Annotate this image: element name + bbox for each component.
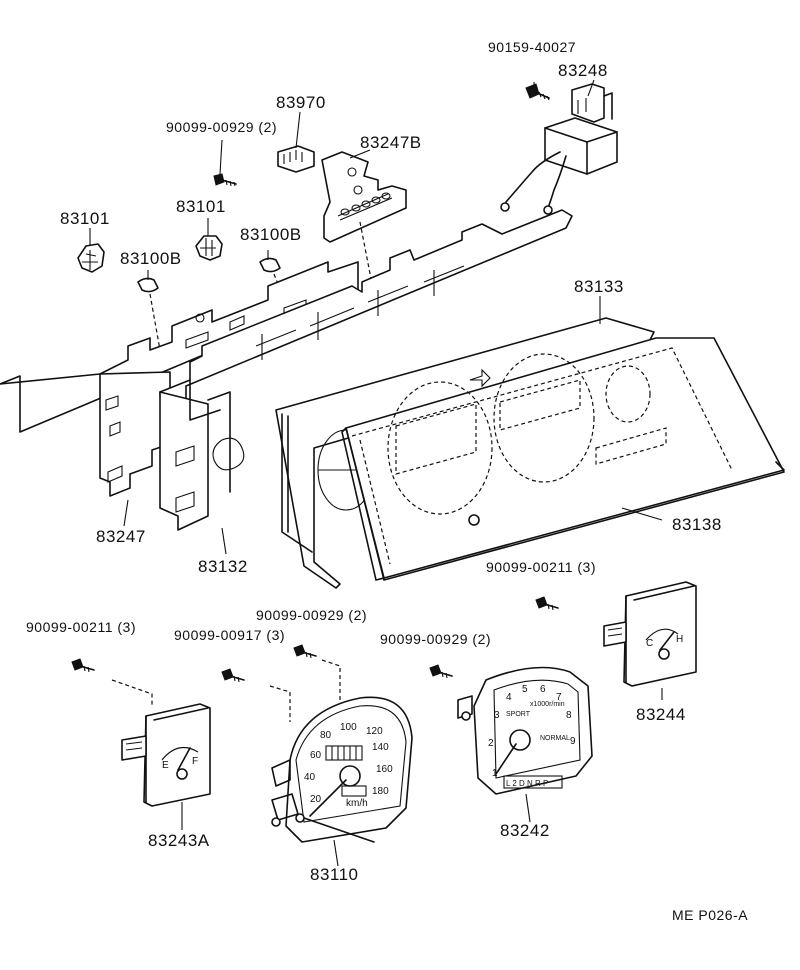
label-90099-00211-left: 90099-00211 (3) (26, 619, 136, 635)
plate-83247 (0, 261, 359, 497)
glass-83138 (341, 337, 785, 581)
screw-90099-00211-right (535, 596, 559, 611)
screw-90159-40027 (525, 83, 550, 101)
fuel-gauge-83243A: E F (121, 703, 211, 807)
tacho-tick-7: 8 (566, 710, 572, 721)
label-90099-00211-right: 90099-00211 (3) (486, 559, 596, 575)
leader-lines (89, 79, 663, 867)
label-83132: 83132 (198, 557, 248, 576)
speedometer-83110: 20 40 60 80 100 120 140 160 180 km/h (271, 696, 413, 843)
speedo-tick-3: 80 (320, 730, 332, 741)
speedo-tick-4: 100 (340, 722, 357, 733)
speedo-tick-8: 180 (372, 786, 389, 797)
tacho-sport-text: SPORT (506, 711, 531, 718)
board-83247B (321, 151, 407, 285)
label-83100B-right: 83100B (240, 225, 302, 244)
module-83248 (500, 83, 618, 215)
tacho-tick-4: 5 (522, 684, 528, 695)
speedo-tick-2: 60 (310, 750, 322, 761)
tacho-tick-6: 7 (556, 692, 562, 703)
bulb-83100B-left (137, 277, 161, 351)
tacho-rpm-text: x1000r/min (530, 701, 565, 708)
screw-90099-00929-mid (293, 644, 341, 700)
speedo-tick-1: 40 (304, 772, 316, 783)
label-83110: 83110 (310, 865, 359, 884)
label-83243A: 83243A (148, 831, 210, 850)
tacho-tick-5: 6 (540, 684, 546, 695)
speedo-tick-6: 140 (372, 742, 389, 753)
label-83970: 83970 (276, 93, 326, 112)
screw-90099-00929-top (213, 173, 237, 187)
label-90099-00917: 90099-00917 (3) (174, 627, 286, 643)
temp-c-text: C (646, 638, 653, 649)
tachometer-83242: 1 2 3 4 5 6 7 8 9 SPORT x1000r/min NORMA… (457, 666, 593, 795)
tacho-tick-3: 4 (506, 692, 512, 703)
label-83138: 83138 (672, 515, 722, 534)
label-83101-right: 83101 (176, 197, 226, 216)
tacho-normal-text: NORMAL (540, 735, 570, 742)
speedo-tick-0: 20 (310, 794, 322, 805)
screw-90099-00929-right (429, 664, 453, 679)
label-83247B: 83247B (360, 133, 422, 152)
speedo-tick-7: 160 (376, 764, 393, 775)
label-83247: 83247 (96, 527, 146, 546)
label-83248: 83248 (558, 61, 608, 80)
label-83242: 83242 (500, 821, 550, 840)
tacho-tick-1: 2 (488, 738, 494, 749)
figure-code: ME P026-A (672, 907, 749, 923)
label-90099-00929-mid: 90099-00929 (2) (256, 607, 368, 623)
socket-83101-left (77, 243, 105, 273)
label-83100B-left: 83100B (120, 249, 182, 268)
label-90099-00929-right: 90099-00929 (2) (380, 631, 492, 647)
screw-90099-00211-left (71, 658, 153, 706)
tacho-tick-2: 3 (494, 710, 500, 721)
tacho-tick-8: 9 (570, 736, 576, 747)
label-90099-00929-top: 90099-00929 (2) (166, 119, 278, 135)
speedo-tick-5: 120 (366, 726, 383, 737)
temp-h-text: H (676, 634, 683, 645)
label-90159-40027: 90159-40027 (488, 39, 577, 55)
socket-83970 (277, 145, 315, 173)
tacho-shift-text: L 2 D N R P (506, 779, 548, 788)
speedo-unit-text: km/h (346, 798, 368, 809)
label-83101-left: 83101 (60, 209, 110, 228)
temp-gauge-83244: C H (603, 581, 697, 687)
fuel-e-text: E (162, 760, 169, 771)
fuel-f-text: F (192, 756, 198, 767)
lens-83133 (275, 317, 655, 589)
label-83133: 83133 (574, 277, 624, 296)
screw-90099-00917 (221, 668, 291, 722)
socket-83101-right (195, 235, 223, 261)
label-83244: 83244 (636, 705, 686, 724)
tacho-tick-0: 1 (492, 768, 498, 779)
